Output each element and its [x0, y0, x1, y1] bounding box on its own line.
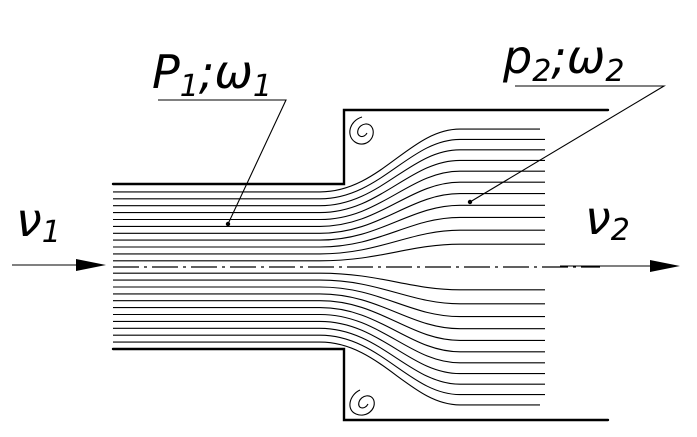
streamline: [113, 181, 545, 227]
streamline: [113, 149, 545, 207]
outlet-arrow: [560, 260, 680, 272]
corner-eddies: [349, 116, 375, 416]
streamline: [113, 286, 545, 318]
streamline: [113, 243, 545, 262]
streamline: [113, 313, 545, 364]
leader-lines: [158, 85, 666, 227]
streamline: [113, 216, 545, 248]
streamline: [113, 327, 545, 385]
streamline: [113, 159, 545, 214]
streamline: [113, 300, 545, 341]
streamline: [113, 193, 545, 234]
streamline: [113, 128, 540, 193]
region1-label: P1;ω1: [152, 45, 272, 104]
streamline: [113, 204, 545, 241]
streamline: [113, 229, 545, 255]
streamline: [113, 334, 545, 396]
upper-corner-eddy: [349, 116, 374, 145]
streamline: [113, 293, 545, 330]
region2-leader: [469, 85, 666, 203]
streamline: [113, 170, 545, 221]
streamline: [113, 307, 545, 353]
upper-wall: [111, 108, 610, 186]
lower-corner-eddy: [349, 389, 375, 416]
streamlines: [113, 128, 545, 406]
pipe-walls: [111, 108, 610, 422]
streamline: [113, 272, 545, 291]
streamline: [113, 138, 545, 200]
inlet-arrow: [12, 259, 106, 271]
velocity2-label: ν2: [585, 191, 630, 248]
streamline: [113, 341, 540, 406]
streamline: [113, 320, 545, 375]
lower-wall: [111, 347, 610, 422]
region2-label: p2;ω2: [502, 30, 624, 89]
velocity1-label: ν1: [16, 193, 61, 250]
region1-leader: [158, 99, 287, 225]
streamline: [113, 279, 545, 305]
